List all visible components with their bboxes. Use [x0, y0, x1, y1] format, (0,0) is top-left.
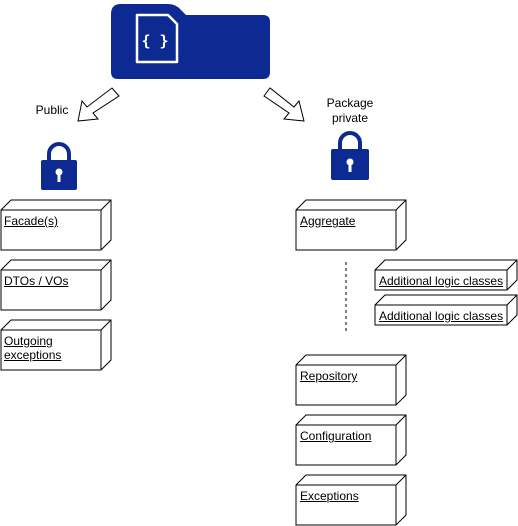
facades-label: Facade(s) [4, 214, 59, 228]
outgoing-exceptions-label-line1: Outgoing [4, 334, 53, 348]
repository-label: Repository [300, 369, 358, 383]
exceptions-box [295, 474, 407, 526]
arrow-down-right-icon [263, 87, 305, 122]
additional-logic-label-1: Additional logic classes [379, 274, 504, 288]
outgoing-exceptions-label: Outgoing exceptions [4, 334, 98, 362]
configuration-box [295, 414, 407, 466]
package-private-label-line2: private [331, 111, 369, 125]
dtos-vos-label: DTOs / VOs [4, 274, 69, 288]
arrow-down-left-icon [77, 87, 120, 122]
aggregate-label: Aggregate [300, 214, 356, 228]
folder-code-icon: { } [111, 4, 270, 79]
outgoing-exceptions-label-line2: exceptions [4, 348, 62, 362]
aggregate-box [295, 199, 407, 251]
unlocked-padlock-icon [41, 142, 77, 190]
package-private-label-line1: Package [326, 96, 374, 110]
exceptions-label: Exceptions [300, 489, 359, 503]
configuration-label: Configuration [300, 429, 372, 443]
code-braces-glyph: { } [141, 32, 168, 50]
dtos-vos-box [0, 259, 112, 311]
public-label: Public [35, 103, 69, 117]
repository-box [295, 354, 407, 406]
facades-box [0, 199, 112, 251]
locked-padlock-icon [331, 131, 369, 180]
additional-logic-label-2: Additional logic classes [379, 309, 504, 323]
package-private-label: Package private [320, 96, 380, 126]
outgoing-exceptions-box [0, 319, 112, 371]
additional-logic-box-1 [374, 259, 518, 291]
additional-logic-box-2 [374, 294, 518, 326]
